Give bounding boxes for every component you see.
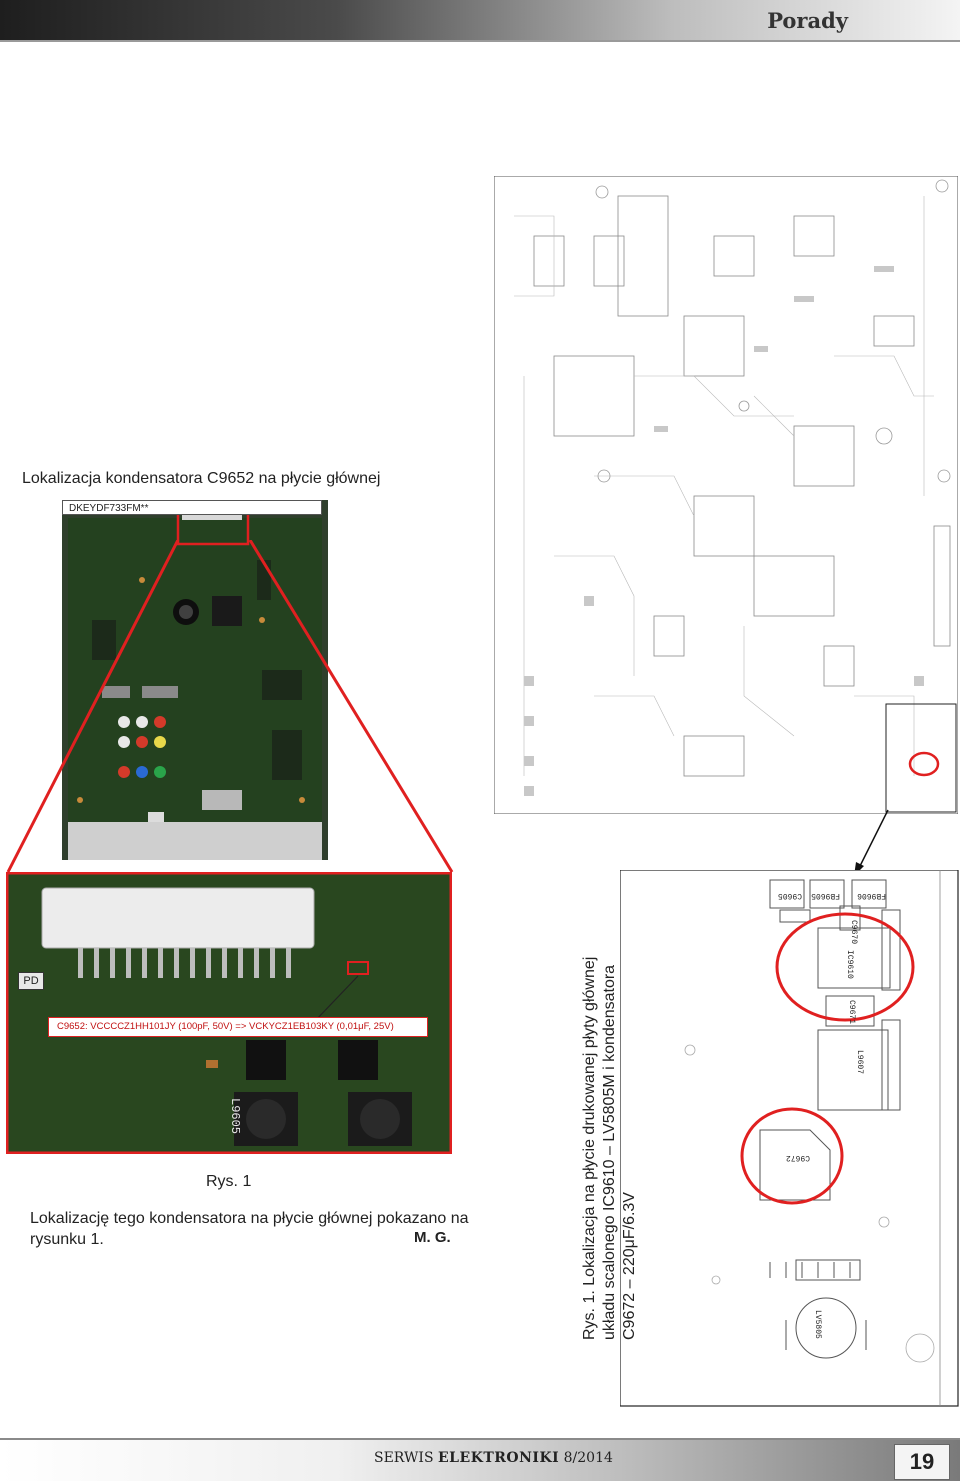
label-fb9605: FB9605 <box>811 891 840 900</box>
publication-name: SERWIS ELEKTRONIKI 8/2014 <box>374 1450 613 1466</box>
page-number: 19 <box>894 1444 950 1480</box>
figure-title: Lokalizacja kondensatora C9652 na płycie… <box>22 470 381 487</box>
publication-part-2: ELEKTRONIKI <box>438 1450 560 1466</box>
zoom-silkscreen: L9605 <box>228 1098 242 1134</box>
zoom-lines <box>6 540 454 873</box>
pointer-arrow <box>854 809 889 876</box>
capacitor-callout: C9652: VCCCCZ1HH101JY (100pF, 50V) => VC… <box>48 1017 428 1037</box>
label-l9607: L9607 <box>855 1050 864 1074</box>
header-rule <box>0 40 960 42</box>
footer-bar <box>0 1438 960 1481</box>
label-lv5805: LV5805 <box>813 1310 822 1339</box>
label-c9605: C9605 <box>778 891 802 900</box>
detail-drawing: C9605 FB9605 FB9606 C9670 IC9610 C9671 L… <box>620 870 959 1407</box>
label-ic9610: IC9610 <box>845 950 854 979</box>
main-board-photo <box>62 500 328 860</box>
pcb-layout-drawing <box>494 176 958 814</box>
model-label: DKEYDF733FM** <box>62 500 322 515</box>
section-title: Porady <box>767 8 848 33</box>
label-c9671: C9671 <box>847 1000 856 1024</box>
label-c9672: C9672 <box>786 1153 810 1162</box>
pd-label: PD <box>18 972 44 990</box>
body-paragraph: Lokalizację tego kondensatora na płycie … <box>30 1210 469 1248</box>
figure-label: Rys. 1 <box>206 1173 252 1190</box>
author-initials: M. G. <box>414 1229 451 1246</box>
issue-number: 8/2014 <box>563 1450 613 1466</box>
footer-rule <box>0 1438 960 1440</box>
header-bar <box>0 0 960 40</box>
label-c9670: C9670 <box>849 920 858 944</box>
publication-part-1: SERWIS <box>374 1450 434 1466</box>
right-figure-caption: Rys. 1. Lokalizacja na płycie drukowanej… <box>581 956 638 1340</box>
rca-jacks <box>118 716 166 778</box>
label-fb9606: FB9606 <box>857 891 886 900</box>
zoomed-board-photo: L9605 <box>6 872 452 1154</box>
